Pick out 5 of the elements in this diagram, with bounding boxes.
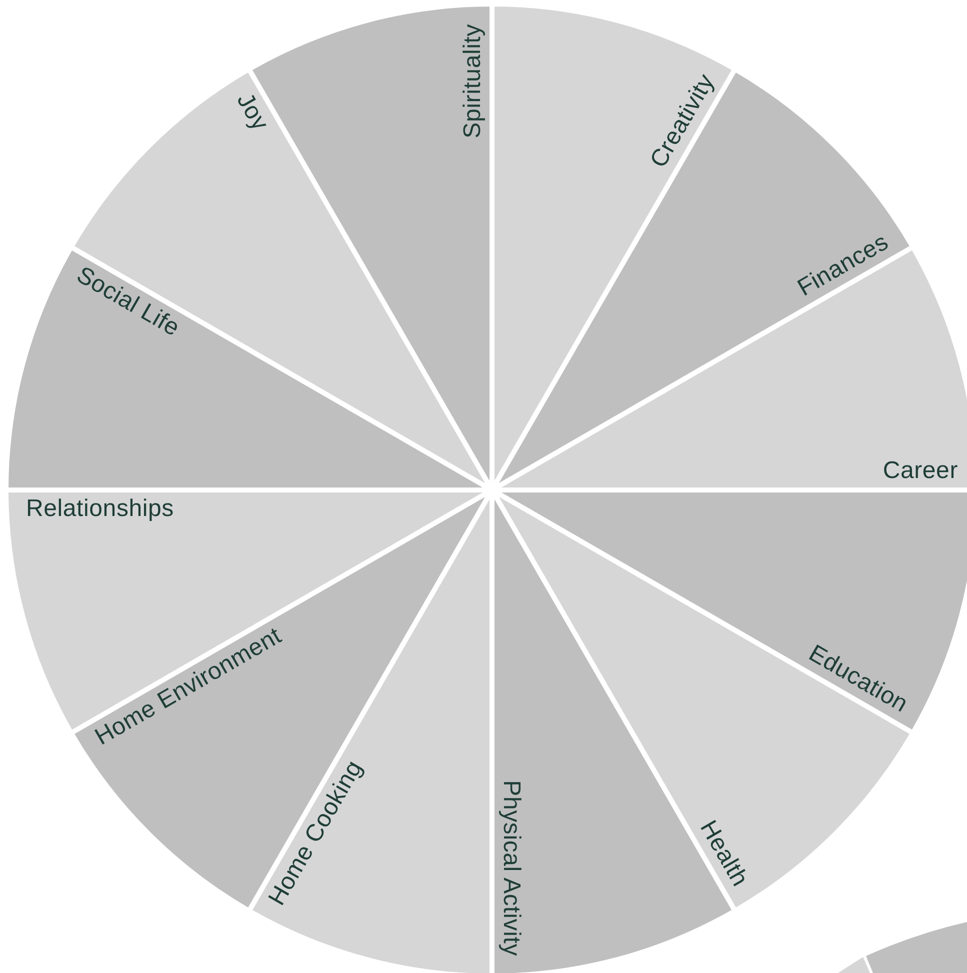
segment-label: Career	[882, 457, 958, 485]
segment-label: Joy	[230, 88, 274, 136]
segment-label: Spirituality	[459, 24, 487, 138]
segment-label: Relationships	[26, 495, 174, 523]
segment-label: Physical Activity	[497, 780, 525, 956]
